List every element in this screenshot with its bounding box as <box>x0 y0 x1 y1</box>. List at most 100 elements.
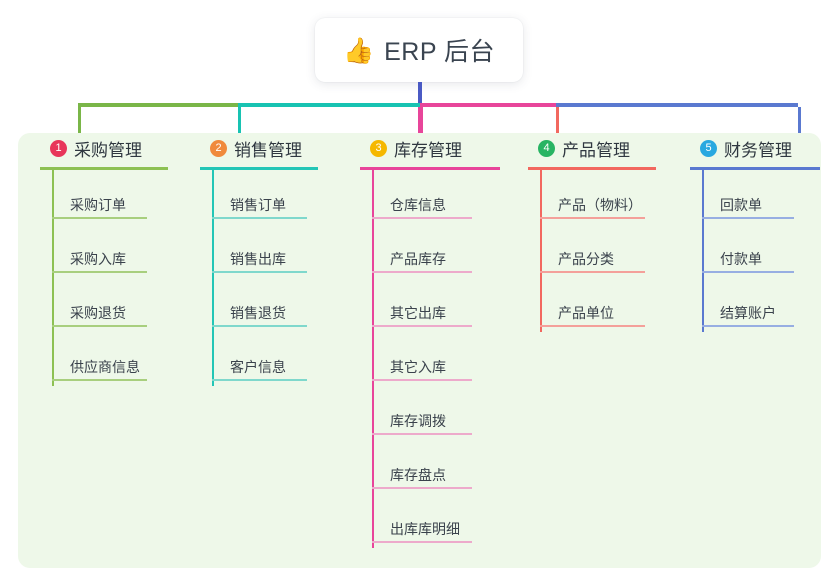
module-item-rule <box>212 325 307 327</box>
module-item-rule <box>372 433 472 435</box>
module-title: 财务管理 <box>724 140 792 160</box>
module-item-rule <box>212 379 307 381</box>
module-item[interactable]: 仓库信息 <box>360 170 520 224</box>
root-node-title: ERP 后台 <box>384 38 496 66</box>
module-item-list: 仓库信息产品库存其它出库其它入库库存调拨库存盘点出库库明细 <box>360 170 520 548</box>
module-item-label: 产品（物料） <box>558 197 642 213</box>
module-item-rule <box>372 541 472 543</box>
module-spine <box>372 170 374 548</box>
module-header-1[interactable]: 1 采购管理 <box>40 133 190 163</box>
module-header-rule <box>360 167 500 170</box>
module-item[interactable]: 回款单 <box>690 170 830 224</box>
module-item[interactable]: 销售退货 <box>200 278 350 332</box>
module-item-label: 采购退货 <box>70 305 126 321</box>
module-title: 销售管理 <box>234 140 302 160</box>
module-item[interactable]: 产品单位 <box>528 278 678 332</box>
module-item-rule <box>52 271 147 273</box>
module-item-rule <box>540 217 645 219</box>
module-item-label: 销售订单 <box>230 197 286 213</box>
module-number-badge: 5 <box>700 139 717 157</box>
modules-panel: 1 采购管理采购订单采购入库采购退货供应商信息 2 销售管理销售订单销售出库销售退货客… <box>18 133 821 568</box>
module-item-label: 仓库信息 <box>390 197 446 213</box>
module-item-list: 采购订单采购入库采购退货供应商信息 <box>40 170 190 386</box>
connector-drop-3 <box>420 107 423 153</box>
module-item-label: 产品分类 <box>558 251 614 267</box>
module-item-rule <box>52 379 147 381</box>
module-item-label: 产品库存 <box>390 251 446 267</box>
module-number-badge: 1 <box>50 139 67 157</box>
module-number-badge: 3 <box>370 139 387 157</box>
module-item[interactable]: 其它入库 <box>360 332 520 386</box>
module-spine <box>212 170 214 386</box>
module-item-rule <box>540 325 645 327</box>
module-item-rule <box>372 325 472 327</box>
module-item-label: 采购入库 <box>70 251 126 267</box>
module-item-rule <box>702 325 794 327</box>
module-item-label: 销售出库 <box>230 251 286 267</box>
module-item-rule <box>702 217 794 219</box>
module-item[interactable]: 其它出库 <box>360 278 520 332</box>
module-item-rule <box>540 271 645 273</box>
module-item-list: 回款单付款单结算账户 <box>690 170 830 332</box>
module-header-rule <box>200 167 318 170</box>
root-node-card[interactable]: 👍 ERP 后台 <box>315 18 523 82</box>
module-item-list: 销售订单销售出库销售退货客户信息 <box>200 170 350 386</box>
module-item-label: 客户信息 <box>230 359 286 375</box>
module-item-label: 库存调拨 <box>390 413 446 429</box>
module-item[interactable]: 库存盘点 <box>360 440 520 494</box>
module-item-rule <box>212 217 307 219</box>
trunk-line-upper <box>418 82 422 105</box>
module-spine <box>540 170 542 332</box>
connector-drop-2 <box>238 107 241 153</box>
module-header-2[interactable]: 2 销售管理 <box>200 133 350 163</box>
module-item-rule <box>372 271 472 273</box>
connector-drop-4 <box>556 107 559 153</box>
module-item-rule <box>702 271 794 273</box>
module-item-rule <box>52 325 147 327</box>
module-header-5[interactable]: 5 财务管理 <box>690 133 830 163</box>
module-column-1: 1 采购管理采购订单采购入库采购退货供应商信息 <box>40 133 190 386</box>
module-item[interactable]: 采购订单 <box>40 170 190 224</box>
module-item[interactable]: 结算账户 <box>690 278 830 332</box>
module-item-label: 库存盘点 <box>390 467 446 483</box>
module-item[interactable]: 出库库明细 <box>360 494 520 548</box>
module-item[interactable]: 采购入库 <box>40 224 190 278</box>
module-title: 采购管理 <box>74 140 142 160</box>
module-item-list: 产品（物料） 产品分类产品单位 <box>528 170 678 332</box>
module-item[interactable]: 销售订单 <box>200 170 350 224</box>
module-spine <box>52 170 54 386</box>
module-item[interactable]: 产品分类 <box>528 224 678 278</box>
module-title: 产品管理 <box>562 140 630 160</box>
module-item-rule <box>372 217 472 219</box>
module-item-label: 采购订单 <box>70 197 126 213</box>
module-header-rule <box>690 167 820 170</box>
module-item-label: 销售退货 <box>230 305 286 321</box>
module-item-label: 供应商信息 <box>70 359 140 375</box>
module-number-badge: 2 <box>210 139 227 157</box>
module-item-label: 出库库明细 <box>390 521 460 537</box>
module-item[interactable]: 付款单 <box>690 224 830 278</box>
module-item-label: 产品单位 <box>558 305 614 321</box>
module-item[interactable]: 库存调拨 <box>360 386 520 440</box>
module-item[interactable]: 采购退货 <box>40 278 190 332</box>
module-item[interactable]: 产品（物料） <box>528 170 678 224</box>
module-item-rule <box>212 271 307 273</box>
module-item-label: 付款单 <box>720 251 762 267</box>
connector-segment <box>238 103 420 107</box>
module-header-rule <box>40 167 168 170</box>
module-item-label: 其它入库 <box>390 359 446 375</box>
connector-drop-5 <box>798 107 801 153</box>
connector-segment <box>420 103 556 107</box>
module-item[interactable]: 销售出库 <box>200 224 350 278</box>
module-item[interactable]: 供应商信息 <box>40 332 190 386</box>
module-item-label: 回款单 <box>720 197 762 213</box>
connector-drop-1 <box>78 107 81 153</box>
module-item[interactable]: 产品库存 <box>360 224 520 278</box>
module-column-5: 5 财务管理回款单付款单结算账户 <box>690 133 830 332</box>
module-item[interactable]: 客户信息 <box>200 332 350 386</box>
